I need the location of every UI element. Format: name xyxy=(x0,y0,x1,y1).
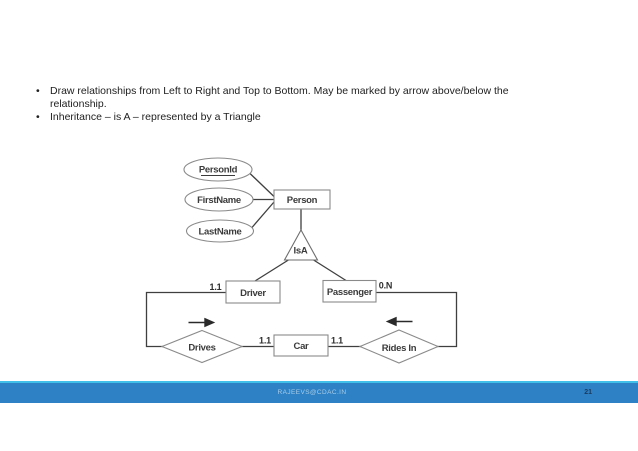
connector-driver-drives xyxy=(145,291,226,348)
cardinality-driver-side: 1.1 xyxy=(210,282,222,292)
attribute-label-firstname: FirstName xyxy=(197,195,241,206)
attribute-label-lastname: LastName xyxy=(198,227,241,238)
connector-isa-driver xyxy=(254,258,291,282)
attribute-ellipse-firstname xyxy=(184,187,254,212)
isa-label: IsA xyxy=(294,246,308,257)
bullet-item: Draw relationships from Left to Right an… xyxy=(35,85,595,111)
connector-personid-person xyxy=(249,173,275,197)
relationship-diamond-drives xyxy=(160,329,244,364)
cardinality-car-drives-side: 1.1 xyxy=(259,336,271,346)
bullet-text-line: relationship. xyxy=(50,97,107,110)
connector-isa-passenger xyxy=(311,258,347,282)
cardinality-car-rides-side: 1.1 xyxy=(331,336,343,346)
entity-box-car xyxy=(273,334,329,357)
bullet-text-line: Inheritance – is A – represented by a Tr… xyxy=(50,110,261,123)
bullet-list: Draw relationships from Left to Right an… xyxy=(35,85,595,123)
entity-label-car: Car xyxy=(294,341,310,352)
footer-email: RAJEEVS@CDAC.IN xyxy=(277,389,347,396)
footer-bar: RAJEEVS@CDAC.IN 21 xyxy=(0,381,638,403)
entity-box-person xyxy=(273,189,331,210)
connector-passenger-ridesin xyxy=(376,291,458,348)
cardinality-passenger-side: 0.N xyxy=(379,281,392,291)
ridesin-arrowhead-icon xyxy=(385,316,397,327)
entity-label-person: Person xyxy=(287,195,318,206)
relationship-label-ridesin: Rides In xyxy=(382,343,417,354)
entity-box-driver xyxy=(225,280,281,304)
isa-triangle xyxy=(283,228,319,261)
connector-lastname-person xyxy=(251,201,275,228)
page-number: 21 xyxy=(584,389,592,396)
relationship-diamond-ridesin xyxy=(358,329,440,364)
bullet-text-line: Draw relationships from Left to Right an… xyxy=(50,85,509,97)
er-diagram: PersonId FirstName LastName Person IsA D… xyxy=(145,157,458,364)
bullet-item: Inheritance – is A – represented by a Tr… xyxy=(35,111,595,124)
drives-arrowhead-icon xyxy=(204,317,216,328)
attribute-label-personid: PersonId xyxy=(199,165,238,176)
relationship-label-drives: Drives xyxy=(188,343,215,354)
attribute-ellipse-lastname xyxy=(185,219,255,243)
entity-label-driver: Driver xyxy=(240,288,266,299)
entity-label-passenger: Passenger xyxy=(327,287,373,298)
entity-box-passenger xyxy=(322,279,377,303)
